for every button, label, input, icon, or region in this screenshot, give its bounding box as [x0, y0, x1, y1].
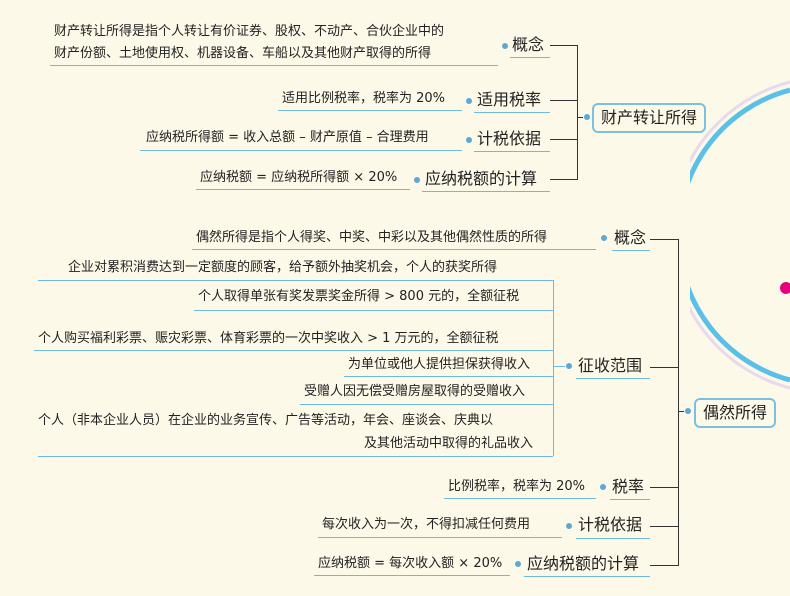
underline — [196, 189, 410, 190]
underline — [34, 350, 553, 351]
underline — [444, 498, 596, 499]
bottom-rate-text: 比例税率，税率为 20% — [448, 479, 586, 494]
scope-item-4: 为单位或他人提供担保获得收入 — [348, 357, 531, 372]
underline — [474, 151, 550, 152]
underline — [612, 250, 650, 251]
bottom-concept-text: 偶然所得是指个人得奖、中奖、中彩以及其他偶然性质的所得 — [196, 230, 548, 245]
underline — [50, 65, 498, 66]
bottom-basis-node: 计税依据 — [578, 515, 643, 534]
underline — [314, 575, 510, 576]
underline — [576, 538, 650, 539]
bullet-dot — [566, 523, 572, 529]
underline — [194, 310, 553, 311]
top-calc-text: 应纳税额 = 应纳税所得额 × 20% — [200, 170, 398, 185]
scope-bracket — [553, 280, 554, 456]
underline — [610, 499, 650, 500]
underline — [38, 456, 553, 457]
underline — [344, 376, 553, 377]
scope-item-5: 受赠人因无偿受赠房屋取得的受赠收入 — [304, 384, 526, 399]
top-basis-text: 应纳税所得额 = 收入总额 – 财产原值 – 合理费用 — [146, 130, 429, 145]
bullet-dot — [685, 408, 691, 414]
underline — [38, 280, 553, 281]
scope-item-1: 企业对累积消费达到一定额度的顾客，给予额外抽奖机会，个人的获奖所得 — [68, 260, 498, 275]
bottom-calc-node: 应纳税额的计算 — [527, 554, 640, 573]
top-concept-text-1: 财产转让所得是指个人转让有价证券、股权、不动产、合伙企业中的 — [54, 24, 445, 39]
decorative-ring — [690, 80, 790, 390]
bottom-hub-node: 偶然所得 — [694, 398, 777, 428]
bullet-dot — [466, 98, 472, 104]
underline — [510, 57, 550, 58]
bullet-dot — [584, 114, 590, 120]
top-concept-text-2: 财产份额、土地使用权、机器设备、车船以及其他财产取得的所得 — [54, 46, 432, 61]
underline — [278, 110, 462, 111]
bottom-scope-node: 征收范围 — [578, 356, 643, 375]
scope-item-6a: 个人（非本企业人员）在企业的业务宣传、广告等活动，年会、座谈会、庆典以 — [38, 413, 494, 428]
bottom-concept-node: 概念 — [614, 228, 647, 247]
underline — [318, 537, 562, 538]
connector — [678, 239, 679, 566]
underline — [300, 404, 553, 405]
underline — [524, 576, 650, 577]
top-rate-text: 适用比例税率，税率为 20% — [282, 91, 446, 106]
connector — [650, 526, 678, 527]
connector — [577, 117, 583, 118]
connector — [577, 45, 578, 180]
underline — [422, 191, 550, 192]
scope-item-2: 个人取得单张有奖发票奖金所得 > 800 元的，全额征税 — [198, 289, 520, 304]
connector — [550, 139, 577, 140]
underline — [576, 378, 650, 379]
connector — [650, 565, 678, 566]
top-rate-node: 适用税率 — [477, 90, 542, 109]
connector — [550, 179, 577, 180]
bullet-dot — [601, 235, 607, 241]
connector — [650, 367, 678, 368]
underline — [192, 249, 596, 250]
bullet-dot — [600, 484, 606, 490]
scope-item-6b: 及其他活动中取得的礼品收入 — [364, 436, 534, 451]
top-basis-node: 计税依据 — [477, 129, 542, 148]
bottom-rate-node: 税率 — [612, 477, 645, 496]
connector — [650, 487, 678, 488]
connector — [650, 239, 678, 240]
top-concept-node: 概念 — [512, 35, 545, 54]
connector — [550, 45, 577, 46]
scope-item-3: 个人购买福利彩票、赈灾彩票、体育彩票的一次中奖收入 > 1 万元的，全额征税 — [38, 331, 499, 346]
bullet-dot — [466, 137, 472, 143]
top-calc-node: 应纳税额的计算 — [425, 169, 538, 188]
connector — [678, 411, 684, 412]
bullet-dot — [515, 561, 521, 567]
underline — [474, 112, 550, 113]
bullet-dot — [566, 363, 572, 369]
scope-bracket — [553, 366, 565, 367]
top-hub-node: 财产转让所得 — [592, 103, 707, 133]
bullet-dot — [414, 177, 420, 183]
bottom-basis-text: 每次收入为一次，不得扣减任何费用 — [322, 517, 531, 532]
bullet-dot — [502, 43, 508, 49]
bottom-calc-text: 应纳税额 = 每次收入额 × 20% — [318, 556, 503, 571]
connector — [550, 100, 577, 101]
underline — [140, 150, 462, 151]
